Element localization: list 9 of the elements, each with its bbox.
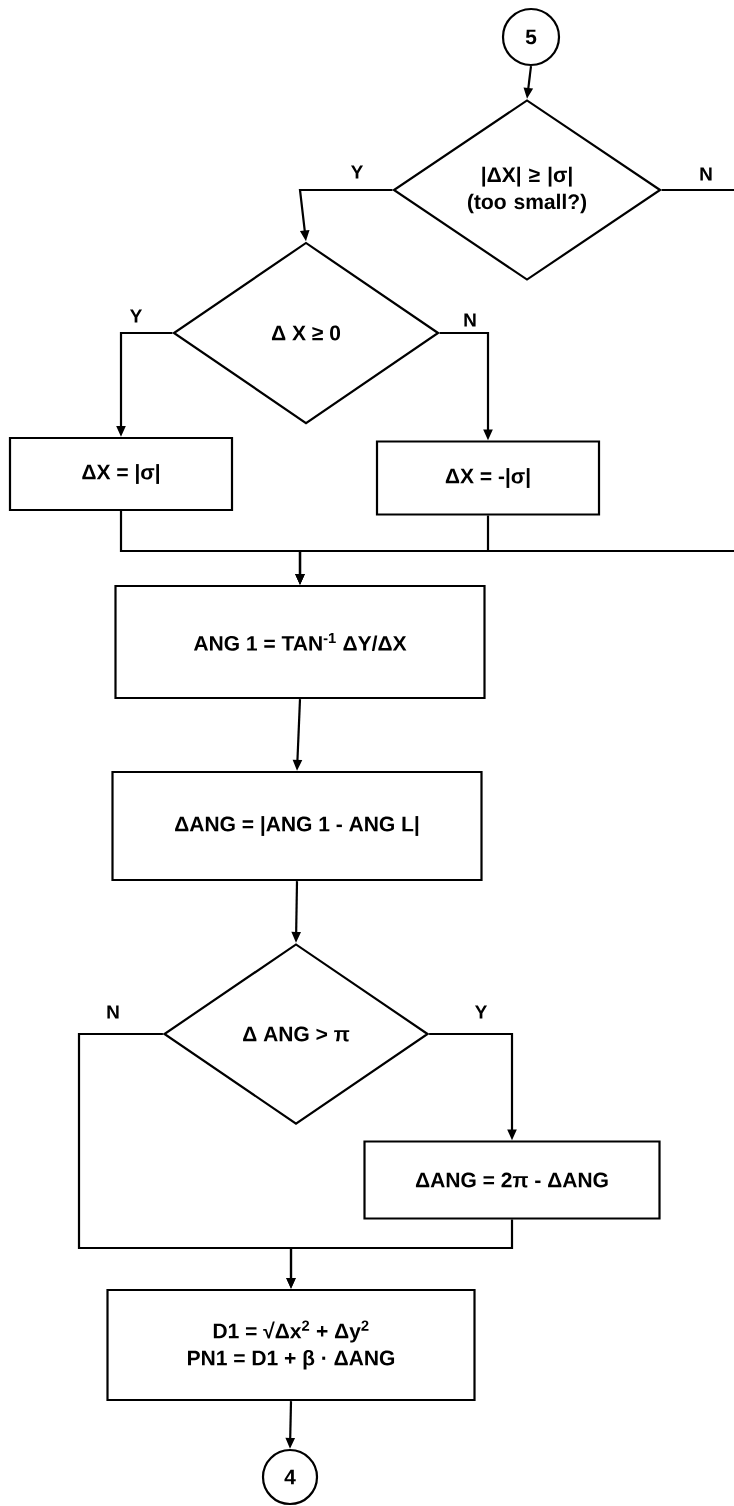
process-box: ΔANG = |ANG 1 - ANG L| [111,770,483,882]
process-box: ANG 1 = TAN$^{-1}$ ΔY/ΔX [114,584,486,700]
process-box: D1 = √Δx$^{2}$ + Δy$^{2}$ PN1 = D1 + β · ΔANG [106,1288,476,1402]
edge-label: N [462,312,478,328]
edge-label: N [698,166,714,182]
process-box: ΔX = |σ| [8,436,234,512]
process-box: ΔX = -|σ| [375,440,601,516]
process-box: ΔANG = 2π - ΔANG [363,1140,661,1220]
edge-label: N [105,1004,121,1020]
